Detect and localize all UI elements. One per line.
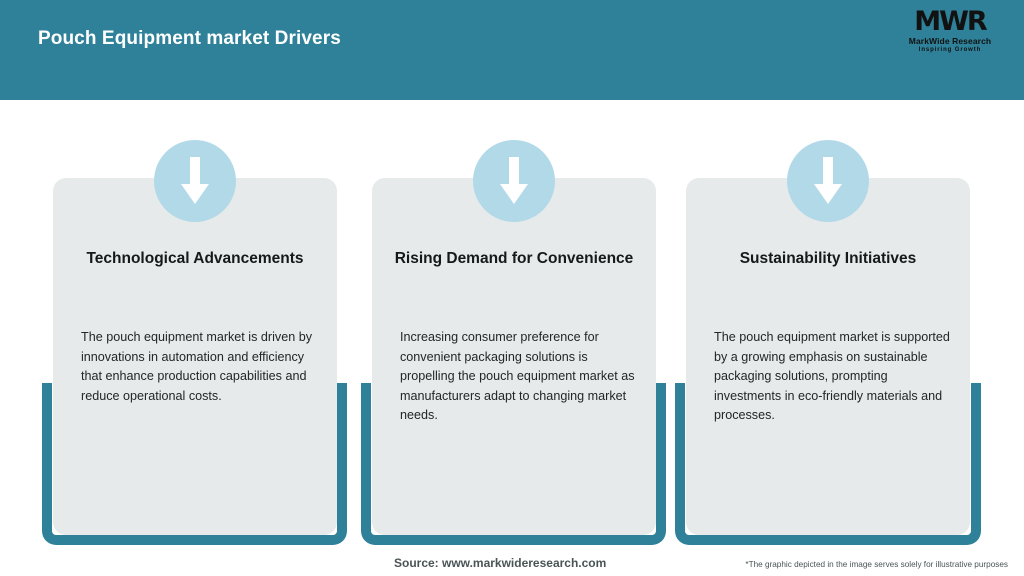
driver-card-2[interactable]: Rising Demand for Convenience Increasing… [372, 178, 656, 535]
arrow-down-icon [473, 140, 555, 222]
disclaimer-label: *The graphic depicted in the image serve… [745, 560, 1008, 569]
driver-card-1-body: The pouch equipment market is driven by … [81, 330, 313, 403]
driver-card-3[interactable]: Sustainability Initiatives The pouch equ… [686, 178, 970, 535]
card-bracket-3 [675, 383, 981, 545]
logo-company-name: MarkWide Research [908, 36, 992, 46]
card-bracket-2 [361, 383, 666, 545]
logo-tagline: Inspiring Growth [918, 47, 982, 53]
arrow-down-icon [154, 140, 236, 222]
arrow-down-icon [787, 140, 869, 222]
card-bracket-1 [42, 383, 347, 545]
markwide-research-logo: MWR MarkWide Research Inspiring Growth [894, 8, 1006, 60]
driver-card-1[interactable]: Technological Advancements The pouch equ… [53, 178, 337, 535]
logo-monogram: MWR [914, 6, 987, 37]
driver-card-3-title: Sustainability Initiatives [739, 250, 917, 267]
driver-card-2-title: Rising Demand for Convenience [394, 250, 634, 267]
driver-card-1-title: Technological Advancements [86, 250, 304, 267]
source-label: Source: www.markwideresearch.com [394, 556, 607, 570]
driver-card-3-body: The pouch equipment market is supported … [714, 330, 950, 422]
driver-card-2-body: Increasing consumer preference for conve… [400, 330, 635, 422]
page-header: Pouch Equipment market Drivers MWR MarkW… [0, 0, 1024, 100]
page-title: Pouch Equipment market Drivers [38, 28, 341, 49]
